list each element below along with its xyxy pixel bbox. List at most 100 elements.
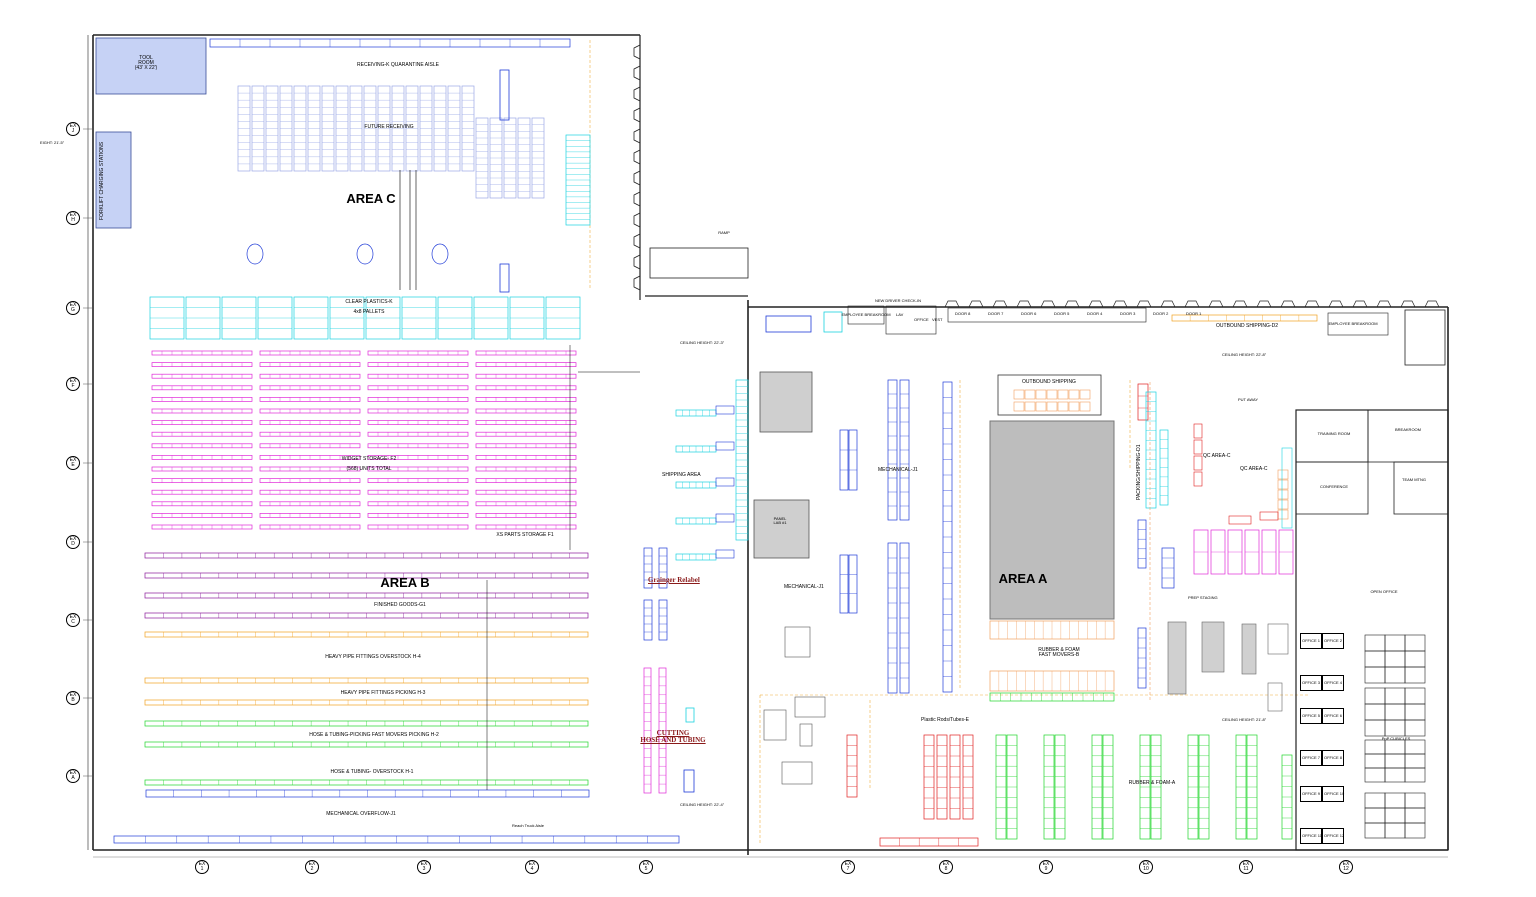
reach-truck-label: Reach Truck Aisle [511, 823, 545, 828]
office-room-label: OFFICE 3 [1300, 675, 1322, 691]
lav-box [1404, 309, 1446, 366]
dock-notch [633, 44, 641, 60]
training-room-label: TRAINING ROOM [1317, 431, 1351, 436]
hose-fast-label: HOSE & TUBING-PICKING FAST MOVERS PICKIN… [309, 732, 439, 738]
cubicle [1364, 792, 1386, 809]
cubicle [1404, 719, 1426, 737]
dock-door-label: DOOR 3 [1120, 311, 1136, 316]
dock-notch [633, 275, 641, 291]
employee-breakroom-label: EMPLOYEE BREAKROOM [1328, 321, 1378, 326]
office-room-label: OFFICE 2 [1322, 633, 1344, 649]
cubicle [1364, 687, 1386, 705]
ceiling-height-4: CEILING HEIGHT: 21'-8" [1222, 717, 1267, 722]
outbound-crate [1035, 401, 1047, 412]
shipper-box [715, 513, 735, 523]
rubber-foam-fast-label: RUBBER & FOAM FAST MOVERS-B [1038, 647, 1080, 658]
dock-notch [633, 86, 641, 102]
dock-notch [633, 170, 641, 186]
cubicle [1384, 792, 1406, 809]
widget-storage-label: WIDGET STORAGE- F2 [341, 456, 397, 462]
grid-row-prefix: EX [69, 457, 77, 463]
grid-row-letter: D [71, 541, 75, 547]
panel-lab-1 [753, 499, 810, 559]
door-strip [947, 307, 1147, 323]
grid-row-letter: J [71, 128, 75, 134]
office-room-label: OFFICE 4 [1322, 675, 1344, 691]
dock-notch-top [1136, 300, 1152, 308]
dock-notch-top [944, 300, 960, 308]
cutting-cart [683, 769, 695, 793]
dock-notch-top [1424, 300, 1440, 308]
xs-parts-label: XS PARTS STORAGE F1 [496, 532, 554, 538]
machine [763, 709, 787, 741]
cubicle [1364, 807, 1386, 824]
cubicle [1384, 687, 1406, 705]
dock-door-label: DOOR 6 [1021, 311, 1037, 316]
outbound-crate [1046, 389, 1058, 400]
forklift-icon [246, 243, 264, 265]
mech-small-rack [848, 554, 858, 614]
grid-col-prefix: EX [642, 861, 650, 867]
cubicle [1384, 634, 1406, 652]
lav-office-box [885, 305, 937, 335]
cubicle [1364, 666, 1386, 684]
mech-small-rack [848, 429, 858, 491]
conference-room [1295, 461, 1369, 515]
outbound-crate [1079, 389, 1091, 400]
panel-lab-2 [759, 371, 813, 433]
grid-row-prefix: EX [69, 770, 77, 776]
prep-machine [1267, 623, 1289, 655]
vest-label: VEST [932, 317, 943, 322]
office-block [1295, 409, 1449, 851]
cubicle [1404, 792, 1426, 809]
machine [799, 723, 813, 747]
grid-col-number: 4 [530, 866, 534, 872]
cutting-cart [685, 707, 695, 723]
qc-cyan [1281, 447, 1293, 529]
dock-notch [633, 212, 641, 228]
employee-breakroom-box [847, 305, 885, 325]
dock-notch [633, 254, 641, 270]
dock-notch-top [1208, 300, 1224, 308]
dock-notch-top [1040, 300, 1056, 308]
qc-red [1228, 515, 1252, 525]
outbound-shipping-label: OUTBOUND SHIPPING [1022, 379, 1076, 385]
outbound-crate [1057, 389, 1069, 400]
panel-lab-label: PANEL LAB #1 [773, 516, 787, 525]
grid-col-number: 7 [846, 866, 850, 872]
employee-breakroom-box-2 [1327, 312, 1389, 336]
grid-col-number: 2 [310, 866, 314, 872]
employee-breakroom-label-2: EMPLOYEE BREAKROOM [841, 312, 891, 317]
cubicle [1384, 650, 1406, 668]
eight-label: EIGHT: 21'-5" [40, 140, 65, 145]
cubicle [1364, 650, 1386, 668]
office-room-label: OFFICE 8 [1322, 750, 1344, 766]
grid-col-number: 3 [422, 866, 426, 872]
training-room [1295, 409, 1369, 463]
prep-machine [1167, 621, 1187, 695]
qc-crate [1277, 479, 1289, 490]
grid-row-letter: G [71, 307, 75, 313]
dock-door-label: DOOR 1 [1186, 311, 1202, 316]
qc-crate [1277, 469, 1289, 480]
grid-row-prefix: EX [69, 378, 77, 384]
ramp-label: RAMP [718, 230, 730, 235]
outbound-crate [1024, 389, 1036, 400]
rubber-foam-a-label: RUBBER & FOAM-A [1128, 780, 1176, 786]
water-jet [784, 626, 811, 658]
prep-machine [1201, 621, 1225, 673]
qc-area-label-1: QC AREA-C [1203, 453, 1231, 459]
cubicle [1384, 753, 1406, 769]
dock-notch-top [992, 300, 1008, 308]
grid-col-prefix: EX [942, 861, 950, 867]
outbound-crate [1013, 389, 1025, 400]
dock-door-label: DOOR 8 [955, 311, 971, 316]
future-receiving-label: FUTURE RECEIVING [364, 124, 414, 130]
grid-col-number: 8 [944, 866, 948, 872]
